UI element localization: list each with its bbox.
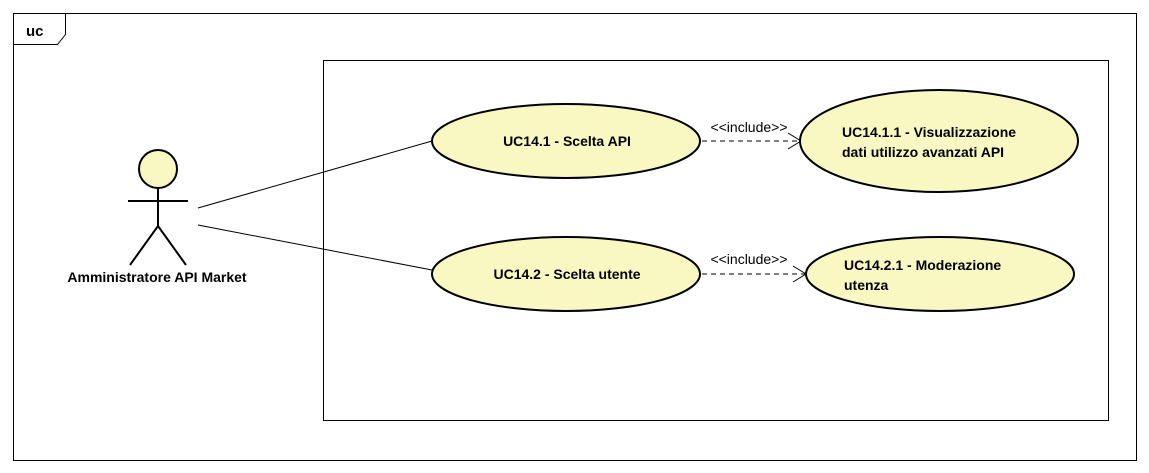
- use-case-uc14-2[interactable]: UC14.2 - Scelta utente: [431, 236, 701, 312]
- use-case-uc14-1[interactable]: UC14.1 - Scelta API: [431, 103, 701, 179]
- association-actor-uc14-2: [197, 224, 433, 271]
- use-case-label-line-2: utenza: [844, 277, 889, 293]
- association-actor-uc14-1: [197, 140, 433, 209]
- include-stereotype-1: <<include>>: [710, 119, 787, 135]
- actor-head: [138, 149, 178, 189]
- use-case-uc14-1-1[interactable]: UC14.1.1 - Visualizzazione dati utilizzo…: [799, 89, 1079, 193]
- use-case-label-line-1: UC14.1.1 - Visualizzazione: [842, 124, 1016, 140]
- actor-administrator[interactable]: Amministratore API Market: [67, 149, 247, 285]
- actor-right-leg: [157, 225, 187, 266]
- use-case-label-line-1: UC14.2.1 - Moderazione: [844, 257, 1001, 273]
- include-stereotype-2: <<include>>: [710, 251, 787, 267]
- use-case-label: UC14.2 - Scelta utente: [493, 266, 640, 282]
- use-case-label: UC14.1 - Scelta API: [503, 133, 631, 149]
- frame-label: uc: [26, 23, 44, 40]
- actor-label: Amministratore API Market: [67, 269, 247, 285]
- use-case-label-line-2: dati utilizzo avanzati API: [842, 144, 1004, 160]
- frame-label-tab: [13, 13, 66, 45]
- actor-left-leg: [129, 225, 159, 266]
- use-case-uc14-2-1[interactable]: UC14.2.1 - Moderazione utenza: [805, 236, 1075, 312]
